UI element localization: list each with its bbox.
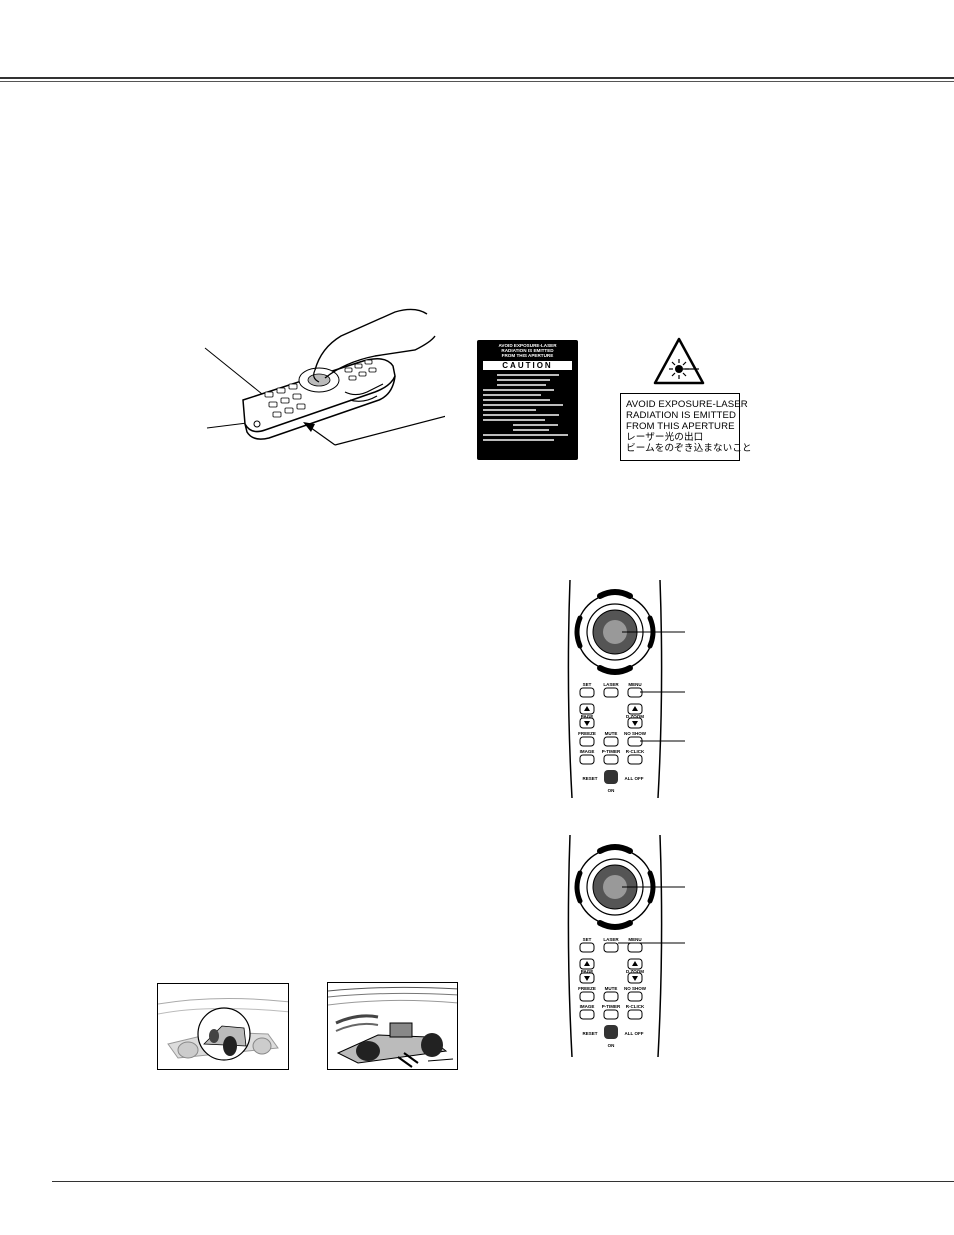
freeze-label: FREEZE — [578, 731, 596, 736]
footer-rule — [52, 1181, 954, 1182]
set-label: SET — [583, 682, 592, 687]
mute-label: MUTE — [605, 986, 618, 991]
menu-label: MENU — [628, 937, 641, 942]
hand-holding-remote-illustration — [204, 308, 445, 446]
caution-fine-print — [477, 370, 578, 441]
ptimer-label: P-TIMER — [602, 1004, 621, 1009]
header-rule-thin — [0, 81, 954, 82]
race-car-image-zoomed — [327, 982, 458, 1070]
mute-label: MUTE — [605, 731, 618, 736]
noshow-label: NO SHOW — [624, 731, 647, 736]
header-rule — [0, 77, 954, 79]
rclick-label: R-CLICK — [626, 1004, 645, 1009]
noshow-label: NO SHOW — [624, 986, 647, 991]
race-car-image-normal — [157, 983, 289, 1070]
on-label: ON — [608, 788, 615, 793]
remote-control-bottom: SET LASER MENU PAGE D.ZOOM FREEZE MUTE N… — [567, 835, 685, 1058]
dzoom-label: D.ZOOM — [626, 714, 644, 719]
caution-title: CAUTION — [483, 361, 572, 370]
page-label: PAGE — [581, 969, 593, 974]
freeze-label: FREEZE — [578, 986, 596, 991]
ptimer-label: P-TIMER — [602, 749, 621, 754]
laser-warning-label: AVOID EXPOSURE-LASER RADIATION IS EMITTE… — [620, 393, 752, 461]
laser-warning-icon — [653, 337, 705, 385]
alloff-label: ALL OFF — [625, 776, 644, 781]
set-label: SET — [583, 937, 592, 942]
caution-label-header: AVOID EXPOSURE-LASER RADIATION IS EMITTE… — [498, 343, 557, 358]
alloff-label: ALL OFF — [625, 1031, 644, 1036]
dzoom-label: D.ZOOM — [626, 969, 644, 974]
on-label: ON — [608, 1043, 615, 1048]
page-label: PAGE — [581, 714, 593, 719]
image-label: IMAGE — [580, 749, 595, 754]
rclick-label: R-CLICK — [626, 749, 645, 754]
image-label: IMAGE — [580, 1004, 595, 1009]
remote-control-top: SET LASER MENU PAGE D.ZOOM FREEZE MUTE N… — [567, 580, 685, 799]
laser-label: LASER — [603, 937, 619, 942]
menu-label: MENU — [628, 682, 641, 687]
caution-label: AVOID EXPOSURE-LASER RADIATION IS EMITTE… — [477, 340, 578, 460]
reset-label: RESET — [582, 1031, 597, 1036]
reset-label: RESET — [582, 776, 597, 781]
laser-label: LASER — [603, 682, 619, 687]
